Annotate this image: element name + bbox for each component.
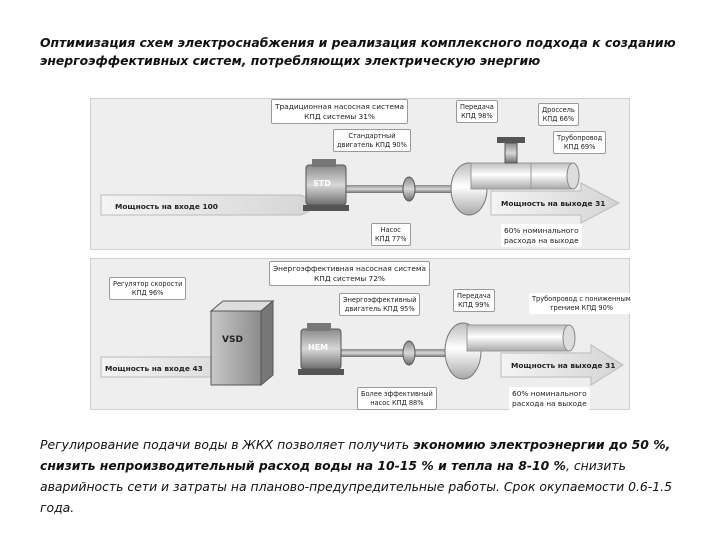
throttle-valve: [504, 142, 518, 164]
output-power-arrow: [490, 182, 621, 224]
input-power-label: Мощность на входе 43: [105, 364, 203, 373]
hem-motor-tag: HEM: [308, 343, 329, 352]
coupling: [402, 176, 416, 202]
traditional-system-illustration: [100, 137, 621, 224]
input-power-label: Мощность на входе 100: [115, 202, 218, 211]
summary-text: Регулирование подачи воды в ЖКХ позволяе…: [40, 437, 672, 515]
output-power-label: Мощность на выходе 31: [501, 199, 606, 208]
output-power-arrow: [500, 344, 624, 386]
vsd-tag: VSD: [222, 335, 243, 345]
shaft: [336, 185, 466, 193]
pipeline: [466, 324, 568, 352]
slide-title: Оптимизация схем электроснабжения и реал…: [40, 35, 676, 68]
shaft: [331, 349, 461, 357]
output-power-label: Мощность на выходе 31: [511, 361, 616, 370]
efficient-system-illustration: [100, 299, 624, 387]
coupling: [402, 340, 416, 366]
savings-highlight: экономию электроэнергии до 50 %, снизить…: [40, 437, 671, 473]
vsd-unit: [210, 310, 262, 386]
std-motor-tag: STD: [313, 179, 331, 188]
